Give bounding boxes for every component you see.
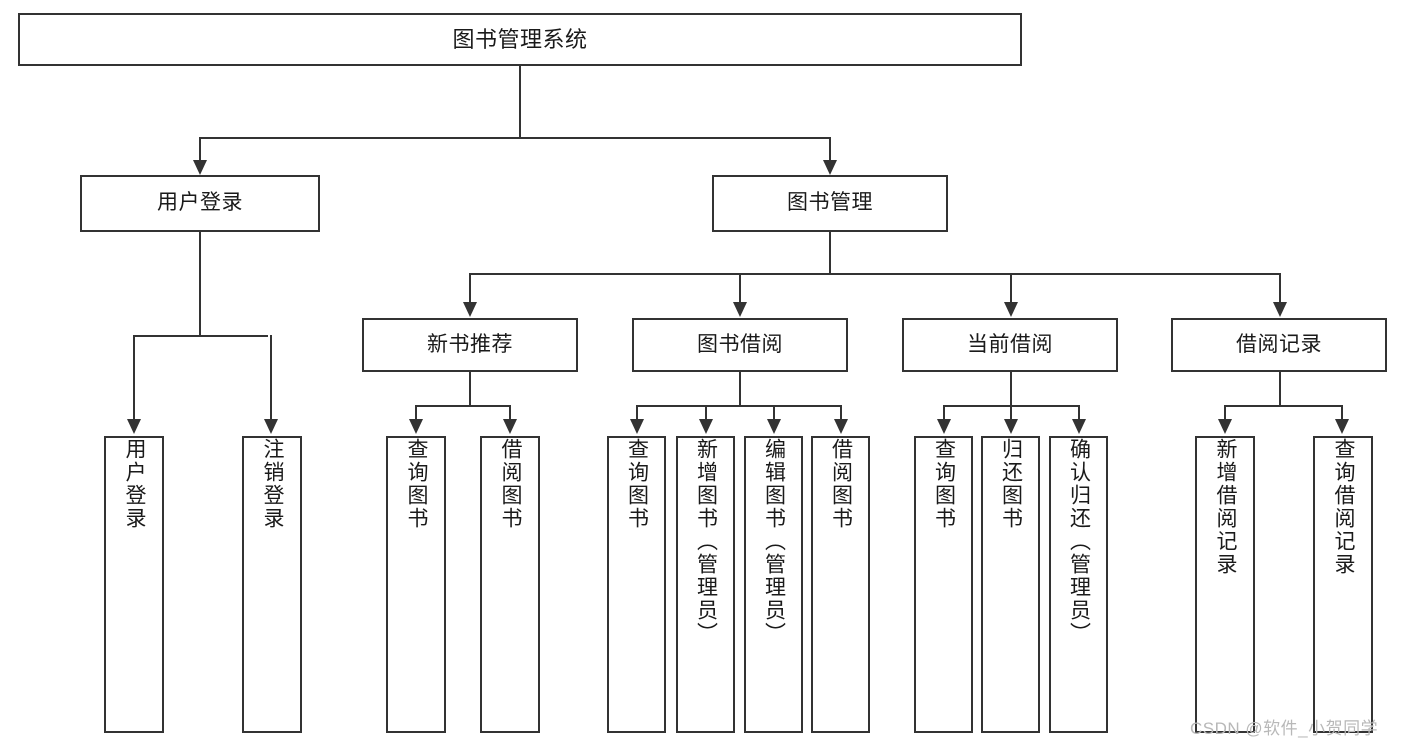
node-label: 归还图书 bbox=[999, 438, 1023, 530]
arrow-user-login-to-leaf-2 bbox=[264, 419, 278, 434]
node-label: 查询图书 bbox=[405, 438, 429, 530]
node-label: 用户登录 bbox=[123, 438, 147, 530]
arrow-bm-to-new-book bbox=[463, 302, 477, 317]
edge-root-to-book-management bbox=[829, 137, 831, 164]
edge-cb-to-leaf-2 bbox=[1010, 405, 1012, 421]
edge-bm-to-current-borrow bbox=[1010, 273, 1012, 305]
node-user-login[interactable]: 用户登录 bbox=[80, 175, 320, 232]
edge-user-login-to-leaf-2 bbox=[270, 335, 272, 421]
node-label: 借阅记录 bbox=[1236, 332, 1322, 356]
leaf-return-book[interactable]: 归还图书 bbox=[981, 436, 1040, 733]
leaf-add-book[interactable]: 新增图书（管理员） bbox=[676, 436, 735, 733]
node-label: 编辑图书（管理员） bbox=[762, 438, 786, 645]
edge-book-borrow-stem bbox=[739, 372, 741, 406]
edge-user-login-to-leaf-1 bbox=[133, 335, 135, 421]
edge-new-book-to-leaf-2 bbox=[509, 405, 511, 421]
node-label: 新增借阅记录 bbox=[1214, 438, 1238, 576]
node-label: 注销登录 bbox=[261, 438, 285, 530]
edge-bb-to-leaf-4 bbox=[840, 405, 842, 421]
edge-br-to-leaf-2 bbox=[1341, 405, 1343, 421]
node-label: 查询借阅记录 bbox=[1332, 438, 1356, 576]
arrow-cb-to-leaf-1 bbox=[937, 419, 951, 434]
leaf-edit-book[interactable]: 编辑图书（管理员） bbox=[744, 436, 803, 733]
leaf-query-book-3[interactable]: 查询图书 bbox=[914, 436, 973, 733]
edge-bm-to-borrow-record bbox=[1279, 273, 1281, 305]
leaf-query-book-1[interactable]: 查询图书 bbox=[386, 436, 446, 733]
leaf-confirm-return[interactable]: 确认归还（管理员） bbox=[1049, 436, 1108, 733]
arrow-cb-to-leaf-3 bbox=[1072, 419, 1086, 434]
leaf-borrow-book-1[interactable]: 借阅图书 bbox=[480, 436, 540, 733]
leaf-add-record[interactable]: 新增借阅记录 bbox=[1195, 436, 1255, 733]
leaf-query-record[interactable]: 查询借阅记录 bbox=[1313, 436, 1373, 733]
edge-bb-to-leaf-1 bbox=[636, 405, 638, 421]
edge-root-bus bbox=[199, 137, 831, 139]
arrow-user-login-to-leaf-1 bbox=[127, 419, 141, 434]
edge-book-management-bus bbox=[469, 273, 1281, 275]
edge-borrow-record-bus bbox=[1224, 405, 1342, 407]
node-book-borrow[interactable]: 图书借阅 bbox=[632, 318, 848, 372]
arrow-new-book-to-leaf-2 bbox=[503, 419, 517, 434]
leaf-borrow-book-2[interactable]: 借阅图书 bbox=[811, 436, 870, 733]
arrow-root-to-user-login bbox=[193, 160, 207, 175]
arrow-br-to-leaf-1 bbox=[1218, 419, 1232, 434]
edge-new-book-to-leaf-1 bbox=[415, 405, 417, 421]
arrow-bb-to-leaf-2 bbox=[699, 419, 713, 434]
node-label: 当前借阅 bbox=[967, 332, 1053, 356]
arrow-root-to-book-management bbox=[823, 160, 837, 175]
arrow-bm-to-current-borrow bbox=[1004, 302, 1018, 317]
arrow-br-to-leaf-2 bbox=[1335, 419, 1349, 434]
watermark-text: CSDN @软件_小贺同学 bbox=[1190, 719, 1379, 738]
edge-bm-to-new-book bbox=[469, 273, 471, 305]
arrow-bm-to-book-borrow bbox=[733, 302, 747, 317]
arrow-new-book-to-leaf-1 bbox=[409, 419, 423, 434]
edge-bb-to-leaf-2 bbox=[705, 405, 707, 421]
node-borrow-record[interactable]: 借阅记录 bbox=[1171, 318, 1387, 372]
leaf-query-book-2[interactable]: 查询图书 bbox=[607, 436, 666, 733]
edge-new-book-bus bbox=[415, 405, 511, 407]
edge-bm-to-book-borrow bbox=[739, 273, 741, 305]
leaf-user-logout[interactable]: 注销登录 bbox=[242, 436, 302, 733]
edge-book-borrow-bus bbox=[636, 405, 841, 407]
node-label: 用户登录 bbox=[157, 191, 243, 215]
node-root-system[interactable]: 图书管理系统 bbox=[18, 13, 1022, 66]
edge-user-login-bus bbox=[133, 335, 268, 337]
node-label: 查询图书 bbox=[932, 438, 956, 530]
edge-book-management-stem bbox=[829, 232, 831, 274]
node-label: 借阅图书 bbox=[829, 438, 853, 530]
node-new-book-recommend[interactable]: 新书推荐 bbox=[362, 318, 578, 372]
edge-borrow-record-stem bbox=[1279, 372, 1281, 406]
node-label: 查询图书 bbox=[625, 438, 649, 530]
edge-user-login-stem bbox=[199, 232, 201, 336]
edge-current-borrow-stem bbox=[1010, 372, 1012, 406]
node-label: 确认归还（管理员） bbox=[1067, 438, 1091, 645]
node-label: 图书管理系统 bbox=[452, 26, 588, 52]
edge-cb-to-leaf-1 bbox=[943, 405, 945, 421]
edge-new-book-stem bbox=[469, 372, 471, 406]
arrow-bb-to-leaf-3 bbox=[767, 419, 781, 434]
edge-bb-to-leaf-3 bbox=[773, 405, 775, 421]
node-current-borrow[interactable]: 当前借阅 bbox=[902, 318, 1118, 372]
arrow-cb-to-leaf-2 bbox=[1004, 419, 1018, 434]
node-label: 图书管理 bbox=[787, 191, 873, 215]
leaf-user-login[interactable]: 用户登录 bbox=[104, 436, 164, 733]
arrow-bm-to-borrow-record bbox=[1273, 302, 1287, 317]
edge-root-to-user-login bbox=[199, 137, 201, 164]
arrow-bb-to-leaf-4 bbox=[834, 419, 848, 434]
edge-cb-to-leaf-3 bbox=[1078, 405, 1080, 421]
node-book-management[interactable]: 图书管理 bbox=[712, 175, 948, 232]
node-label: 新书推荐 bbox=[427, 332, 513, 356]
node-label: 借阅图书 bbox=[499, 438, 523, 530]
edge-root-stem bbox=[519, 66, 521, 138]
edge-br-to-leaf-1 bbox=[1224, 405, 1226, 421]
arrow-bb-to-leaf-1 bbox=[630, 419, 644, 434]
node-label: 新增图书（管理员） bbox=[694, 438, 718, 645]
node-label: 图书借阅 bbox=[697, 332, 783, 356]
